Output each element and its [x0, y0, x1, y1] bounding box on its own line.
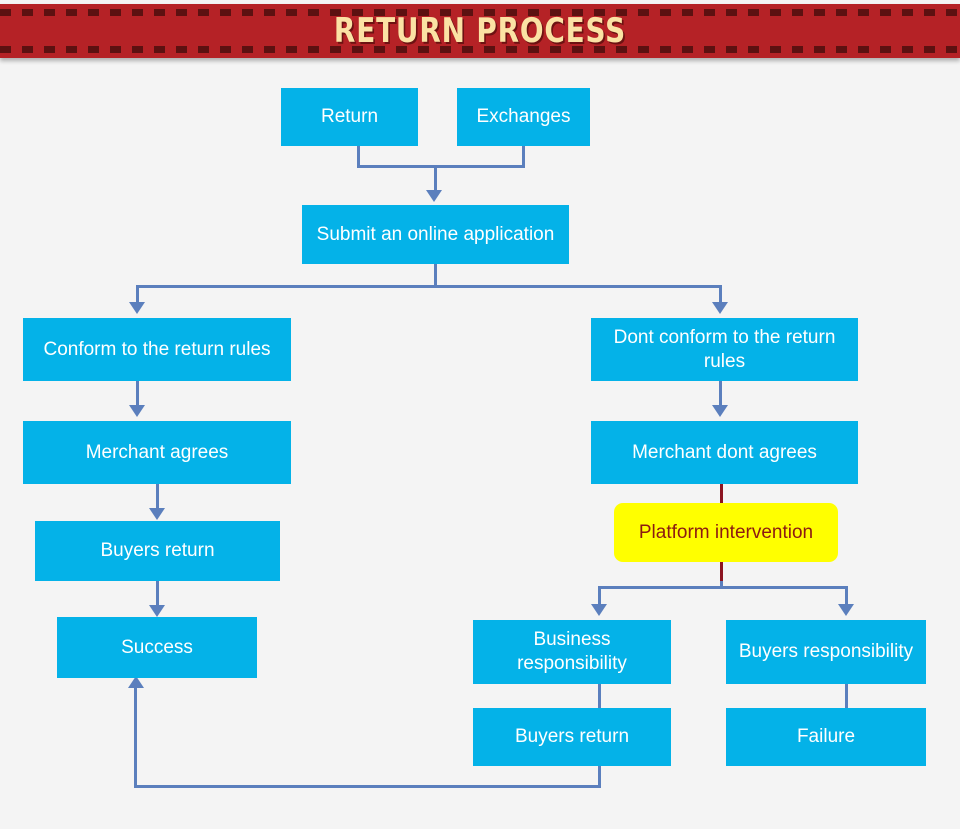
edge-loop-up [134, 688, 137, 787]
banner-dashes-top [0, 9, 960, 16]
edge-loop-down [598, 766, 601, 788]
arrow-into-buyers-responsibility [838, 604, 854, 616]
node-merchant-agrees[interactable]: Merchant agrees [23, 421, 291, 484]
node-submit-application[interactable]: Submit an online application [302, 205, 569, 264]
node-buyers-return-right[interactable]: Buyers return [473, 708, 671, 766]
node-conform-to-return-rules[interactable]: Conform to the return rules [23, 318, 291, 381]
arrow-into-merchant-dont-agrees [712, 405, 728, 417]
edge-split-business [598, 586, 601, 606]
edge-dontconform-to-merchantdont [719, 381, 722, 409]
edge-platform-split-bar [598, 586, 848, 589]
arrow-into-success [149, 605, 165, 617]
edge-merge-bar-top [357, 165, 525, 168]
edge-split-buyers [845, 586, 848, 606]
edge-exchanges-stem [522, 146, 525, 168]
arrow-into-conform [129, 302, 145, 314]
edge-buyers-resp-to-failure [845, 684, 848, 710]
node-dont-conform-to-return-rules[interactable]: Dont conform to the return rules [591, 318, 858, 381]
edge-submit-split-bar [136, 285, 722, 288]
edge-return-stem [357, 146, 360, 168]
node-exchanges[interactable]: Exchanges [457, 88, 590, 146]
node-merchant-dont-agrees[interactable]: Merchant dont agrees [591, 421, 858, 484]
node-failure[interactable]: Failure [726, 708, 926, 766]
banner-dashes-bottom [0, 46, 960, 53]
edge-merge-to-submit [434, 165, 437, 193]
arrow-into-business-responsibility [591, 604, 607, 616]
arrow-into-merchant-agrees [129, 405, 145, 417]
node-buyers-responsibility[interactable]: Buyers responsibility [726, 620, 926, 684]
arrow-into-buyers-return-left [149, 508, 165, 520]
node-success[interactable]: Success [57, 617, 257, 678]
edge-conform-to-merchant [136, 381, 139, 409]
node-business-responsibility[interactable]: Business responsibility [473, 620, 671, 684]
edge-split-left [136, 285, 139, 305]
node-platform-intervention[interactable]: Platform intervention [614, 503, 838, 562]
node-return[interactable]: Return [281, 88, 418, 146]
edge-merchant-to-buyers-return [156, 484, 159, 512]
header-banner: RETURN PROCESS [0, 4, 960, 58]
arrow-into-dont-conform [712, 302, 728, 314]
edge-business-to-buyers-return [598, 684, 601, 710]
edge-buyers-return-to-success [156, 581, 159, 609]
arrow-into-submit [426, 190, 442, 202]
edge-loop-horizontal [134, 785, 601, 788]
page-title: RETURN PROCESS [333, 11, 627, 51]
node-buyers-return-left[interactable]: Buyers return [35, 521, 280, 581]
arrow-loop-into-success [128, 676, 144, 688]
edge-split-right [719, 285, 722, 305]
edge-submit-stem [434, 264, 437, 288]
